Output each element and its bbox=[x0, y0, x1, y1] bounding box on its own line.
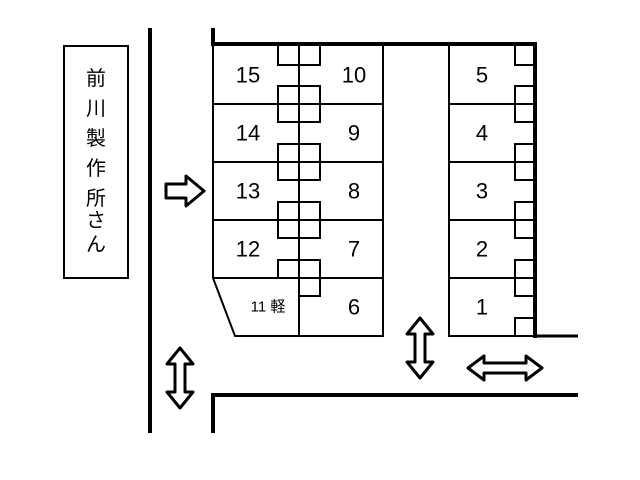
label-char: ん bbox=[86, 232, 106, 256]
label-char: 川 bbox=[86, 96, 106, 120]
double-arrow-vertical-icon bbox=[165, 346, 195, 410]
double-arrow-horizontal-icon bbox=[466, 354, 544, 382]
parking-space-10[interactable]: 10 bbox=[342, 63, 366, 88]
label-char: 前 bbox=[86, 66, 106, 90]
parking-space-5[interactable]: 5 bbox=[476, 63, 488, 88]
parking-block-right bbox=[448, 46, 536, 337]
parking-space-1[interactable]: 1 bbox=[476, 295, 488, 320]
parking-space-13[interactable]: 13 bbox=[236, 179, 260, 204]
parking-space-2[interactable]: 2 bbox=[476, 237, 488, 262]
parking-space-6[interactable]: 6 bbox=[348, 295, 360, 320]
parking-space-9[interactable]: 9 bbox=[348, 121, 360, 146]
label-char: さ bbox=[86, 208, 106, 232]
parking-block-left bbox=[212, 46, 384, 337]
parking-space-8[interactable]: 8 bbox=[348, 179, 360, 204]
parking-space-12[interactable]: 12 bbox=[236, 237, 260, 262]
parking-space-4[interactable]: 4 bbox=[476, 121, 488, 146]
parking-space-14[interactable]: 14 bbox=[236, 121, 260, 146]
parking-space-15[interactable]: 15 bbox=[236, 63, 260, 88]
parking-space-3[interactable]: 3 bbox=[476, 179, 488, 204]
parking-space-7[interactable]: 7 bbox=[348, 237, 360, 262]
arrow-right-icon bbox=[164, 174, 206, 208]
label-char: 製 bbox=[86, 126, 106, 150]
parking-space-11-kei[interactable]: 11 軽 bbox=[251, 299, 286, 316]
neighbor-label: 前 川 製 作 所 さ ん bbox=[63, 45, 129, 279]
double-arrow-vertical-icon bbox=[405, 316, 435, 380]
label-char: 所 bbox=[86, 186, 106, 210]
label-char: 作 bbox=[86, 156, 106, 180]
